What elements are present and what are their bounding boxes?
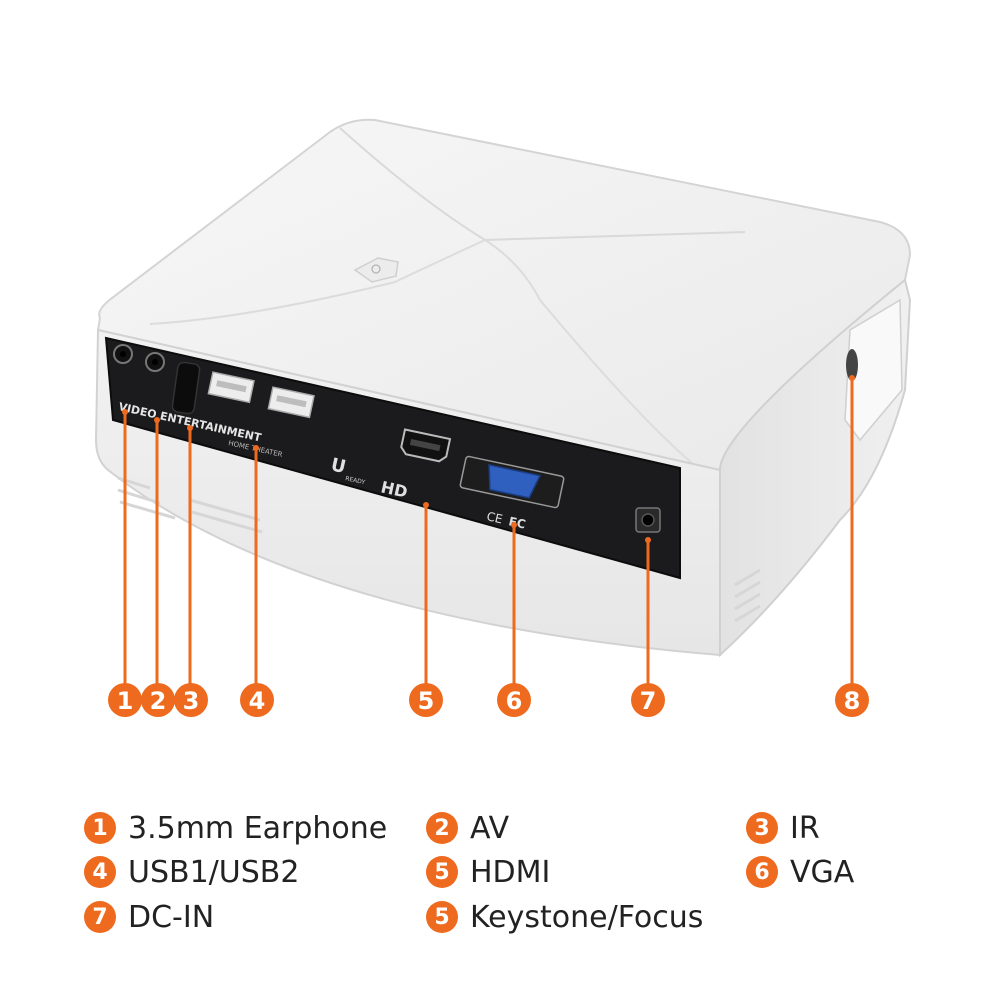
hdmi-port[interactable] bbox=[400, 428, 452, 463]
usb-ready-small: READY bbox=[345, 475, 366, 486]
dc-in-port[interactable] bbox=[635, 507, 661, 533]
callout-2: 2 bbox=[141, 417, 175, 717]
usb2-port[interactable] bbox=[267, 386, 315, 419]
legend-number: 3 bbox=[746, 812, 778, 844]
callout-number: 5 bbox=[418, 687, 435, 715]
top-seam bbox=[484, 239, 701, 471]
callout-number: 1 bbox=[117, 687, 134, 715]
callout-4: 4 bbox=[240, 445, 274, 717]
callout-number: 6 bbox=[506, 687, 523, 715]
legend-label: VGA bbox=[790, 854, 855, 890]
legend-number: 2 bbox=[426, 812, 458, 844]
callout-3: 3 bbox=[174, 425, 208, 717]
legend-label: IR bbox=[790, 810, 820, 846]
callout-5: 5 bbox=[409, 502, 443, 717]
vga-port[interactable] bbox=[459, 455, 565, 509]
legend-item-dc-in: 7 DC-IN bbox=[84, 897, 214, 937]
legend-item-av: 2 AV bbox=[426, 808, 509, 848]
legend-label: AV bbox=[470, 810, 510, 846]
legend-label: 3.5mm Earphone bbox=[128, 810, 388, 846]
top-seam bbox=[484, 231, 746, 241]
legend-label: DC-IN bbox=[128, 899, 215, 935]
legend-item-earphone: 1 3.5mm Earphone bbox=[84, 808, 387, 848]
legend-item-keystone-focus: 5 Keystone/Focus bbox=[426, 897, 703, 937]
callout-number: 8 bbox=[844, 687, 861, 715]
callout-6: 6 bbox=[497, 522, 531, 717]
callout-1: 1 bbox=[108, 409, 142, 717]
callout-number: 3 bbox=[183, 687, 200, 715]
side-vents bbox=[734, 568, 761, 623]
callout-number: 7 bbox=[640, 687, 657, 715]
usb1-port[interactable] bbox=[207, 371, 255, 404]
callout-7: 7 bbox=[631, 537, 665, 717]
ir-receiver bbox=[171, 361, 201, 415]
legend-item-usb: 4 USB1/USB2 bbox=[84, 852, 299, 892]
lens-recess bbox=[844, 298, 903, 442]
legend-number: 4 bbox=[84, 856, 116, 888]
legend-number: 5 bbox=[426, 901, 458, 933]
top-seam bbox=[339, 127, 486, 241]
earphone-port[interactable] bbox=[113, 344, 133, 364]
lens-icon bbox=[846, 349, 858, 381]
av-port[interactable] bbox=[145, 352, 165, 372]
legend-number: 6 bbox=[746, 856, 778, 888]
legend-item-hdmi: 5 HDMI bbox=[426, 852, 550, 892]
legend-number: 1 bbox=[84, 812, 116, 844]
legend-number: 7 bbox=[84, 901, 116, 933]
legend-label: Keystone/Focus bbox=[470, 899, 704, 935]
usb-ready-logo: U bbox=[329, 454, 348, 478]
ce-mark: CE bbox=[485, 509, 504, 526]
legend-item-vga: 6 VGA bbox=[746, 852, 854, 892]
callout-number: 4 bbox=[249, 687, 266, 715]
callout-number: 2 bbox=[150, 687, 167, 715]
callout-8: 8 bbox=[835, 375, 869, 717]
top-seam bbox=[149, 239, 486, 325]
legend-item-ir: 3 IR bbox=[746, 808, 820, 848]
legend-label: HDMI bbox=[470, 854, 551, 890]
legend-number: 5 bbox=[426, 856, 458, 888]
callouts: 1 2 3 4 5 6 bbox=[108, 375, 869, 717]
power-button[interactable] bbox=[353, 257, 399, 283]
legend-label: USB1/USB2 bbox=[128, 854, 300, 890]
